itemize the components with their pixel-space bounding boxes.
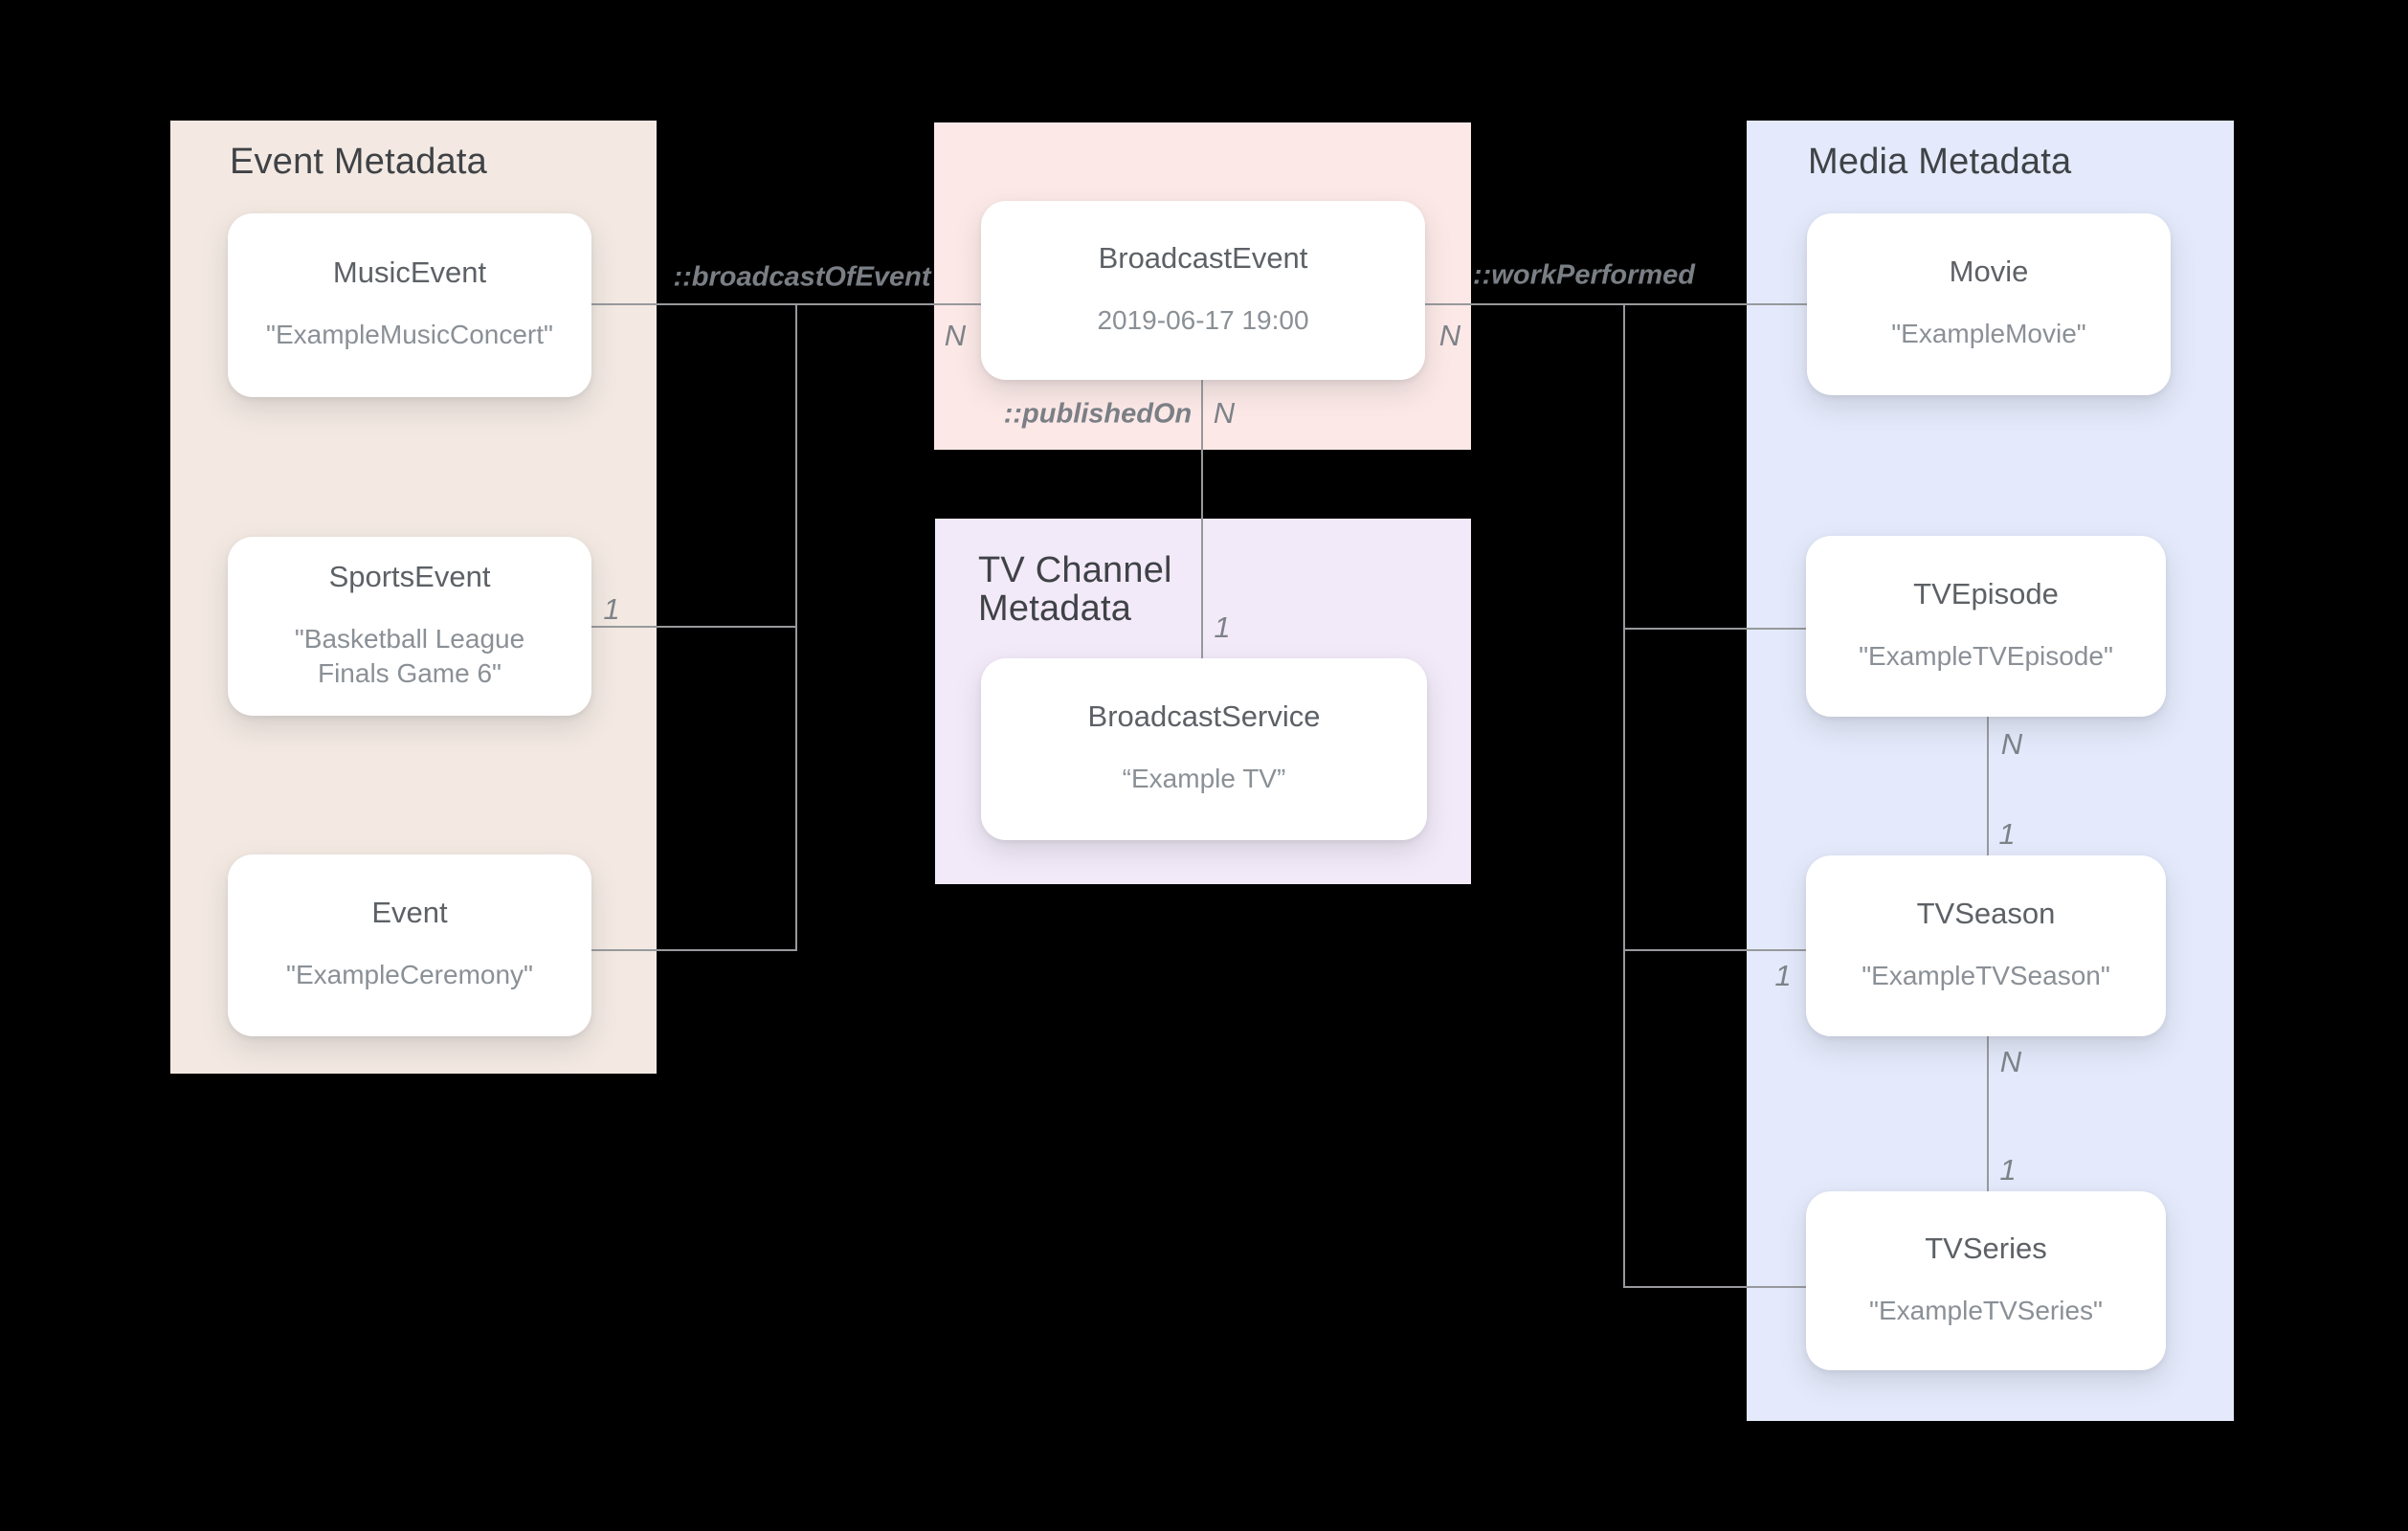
connector-trunk-media-side — [1623, 303, 1625, 1288]
connector-event — [591, 949, 795, 951]
card-tvepisode-value: "ExampleTVEpisode" — [1859, 640, 2113, 671]
card-tvseries: TVSeries "ExampleTVSeries" — [1806, 1191, 2166, 1370]
card-tvseason: TVSeason "ExampleTVSeason" — [1806, 855, 2166, 1036]
card-movie: Movie "ExampleMovie" — [1807, 213, 2171, 395]
relation-label-broadcastofevent: ::broadcastOfEvent — [673, 261, 931, 293]
cardinality-publishedon-n: N — [1213, 396, 1236, 430]
card-sportsevent-title: SportsEvent — [328, 559, 491, 593]
connector-sportsevent — [591, 626, 795, 628]
card-broadcastservice-title: BroadcastService — [1087, 699, 1321, 734]
cardinality-sportsevent-1: 1 — [603, 592, 620, 626]
panel-title-tv-channel-metadata: TV Channel Metadata — [978, 550, 1172, 629]
connector-musicevent-broadcastevent — [591, 303, 981, 305]
connector-episode-to-season — [1987, 717, 1989, 855]
card-tvepisode: TVEpisode "ExampleTVEpisode" — [1806, 536, 2166, 717]
panel-title-media-metadata: Media Metadata — [1808, 142, 2072, 182]
card-musicevent-title: MusicEvent — [332, 255, 487, 290]
panel-title-event-metadata: Event Metadata — [230, 142, 487, 182]
card-musicevent: MusicEvent "ExampleMusicConcert" — [228, 213, 591, 397]
cardinality-broadcastevent-left-n: N — [944, 319, 967, 352]
connector-tvseries — [1623, 1286, 1806, 1288]
card-broadcastevent-title: BroadcastEvent — [1098, 240, 1308, 275]
card-broadcastevent-value: 2019-06-17 19:00 — [1097, 304, 1309, 335]
card-tvseries-value: "ExampleTVSeries" — [1869, 1295, 2103, 1325]
card-sportsevent: SportsEvent "Basketball League Finals Ga… — [228, 537, 591, 716]
cardinality-publishedon-1: 1 — [1214, 610, 1231, 644]
connector-publishedon — [1201, 380, 1203, 658]
connector-season-to-series — [1987, 1036, 1989, 1191]
relation-label-publishedon: ::publishedOn — [1003, 398, 1193, 430]
card-broadcastservice-value: “Example TV” — [1122, 764, 1286, 794]
cardinality-episode-season-n: N — [2000, 727, 2023, 761]
card-tvepisode-title: TVEpisode — [1913, 576, 2059, 610]
relation-label-workperformed: ::workPerformed — [1472, 259, 1696, 291]
cardinality-season-series-n: N — [1999, 1045, 2022, 1078]
connector-broadcastevent-movie — [1425, 303, 1807, 305]
card-sportsevent-value: "Basketball League Finals Game 6" — [294, 623, 525, 688]
connector-trunk-event-side — [795, 303, 797, 951]
card-movie-value: "ExampleMovie" — [1891, 319, 2086, 349]
card-event: Event "ExampleCeremony" — [228, 854, 591, 1036]
connector-tvseason — [1625, 949, 1806, 951]
card-event-title: Event — [371, 896, 448, 930]
card-tvseason-value: "ExampleTVSeason" — [1862, 960, 2110, 990]
card-event-value: "ExampleCeremony" — [286, 960, 533, 990]
cardinality-season-series-1: 1 — [1999, 1153, 2017, 1187]
card-broadcastservice: BroadcastService “Example TV” — [981, 658, 1427, 840]
card-broadcastevent: BroadcastEvent 2019-06-17 19:00 — [981, 201, 1425, 380]
cardinality-episode-season-1: 1 — [1998, 817, 2016, 851]
connector-tvepisode — [1625, 628, 1806, 630]
card-tvseries-title: TVSeries — [1925, 1231, 2047, 1265]
card-musicevent-value: "ExampleMusicConcert" — [266, 320, 553, 350]
card-movie-title: Movie — [1949, 255, 2029, 289]
card-tvseason-title: TVSeason — [1916, 896, 2056, 930]
cardinality-tvseason-left-1: 1 — [1774, 959, 1792, 992]
cardinality-broadcastevent-right-n: N — [1438, 319, 1461, 352]
